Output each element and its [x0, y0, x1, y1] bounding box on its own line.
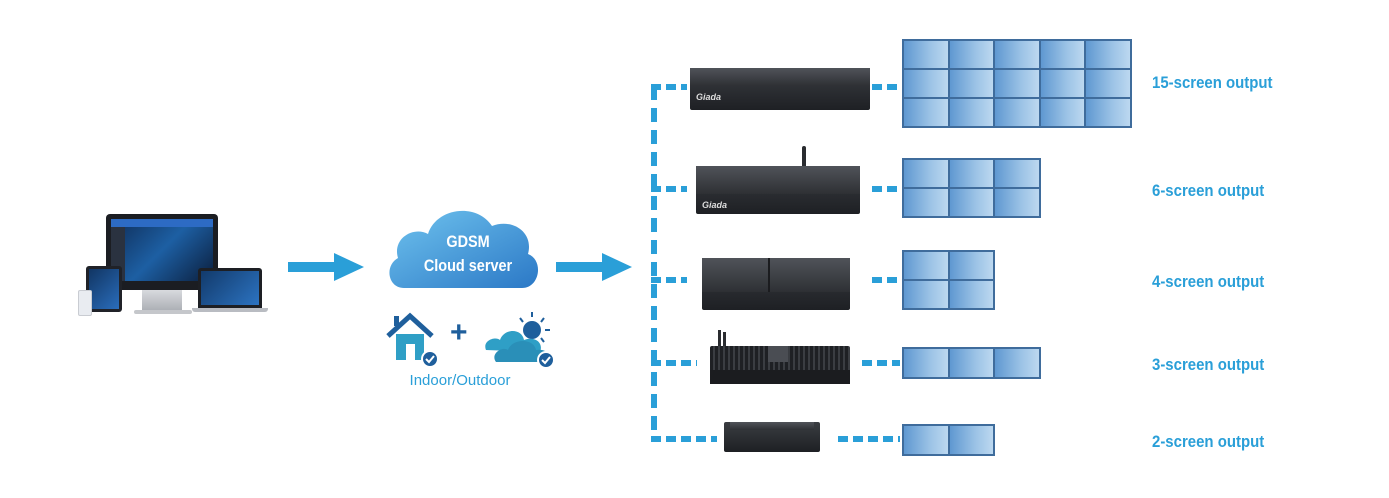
screen-wall-2	[902, 424, 995, 456]
output-label-3: 3-screen output	[1152, 355, 1265, 374]
phone	[78, 290, 92, 316]
antenna	[802, 146, 806, 170]
output-label-4: 4-screen output	[1152, 272, 1265, 291]
screen-wall-4	[902, 250, 995, 310]
house-check-icon	[386, 312, 439, 368]
connector-line	[862, 360, 900, 366]
connector-line	[651, 84, 687, 90]
connector-line	[838, 436, 900, 442]
connector-line	[872, 186, 900, 192]
player-15: Giada	[690, 68, 870, 110]
screen-wall-15	[902, 39, 1132, 128]
client-devices	[78, 212, 268, 320]
indoor-outdoor-label: Indoor/Outdoor	[409, 372, 511, 389]
laptop	[198, 268, 262, 308]
screen-wall-3	[902, 347, 1041, 379]
cloud-server-icon	[389, 210, 539, 288]
cloud-sun-check-icon	[485, 312, 555, 369]
output-label-2: 2-screen output	[1152, 432, 1265, 451]
cloud-subtitle: Cloud server	[423, 256, 513, 275]
cloud-server-label: GDSM Cloud server	[409, 230, 528, 278]
desktop-monitor	[106, 214, 218, 290]
plus-sign: +	[450, 316, 468, 349]
connector-line	[651, 186, 687, 192]
player-6: Giada	[696, 166, 860, 214]
arrow-right-icon	[556, 253, 632, 281]
monitor-stand	[142, 290, 182, 312]
tablet	[86, 266, 122, 312]
output-label-6: 6-screen output	[1152, 181, 1265, 200]
cloud-title: GDSM	[446, 232, 490, 251]
antenna	[723, 332, 726, 350]
connector-line	[651, 436, 717, 442]
connector-line	[872, 84, 900, 90]
connector-line	[872, 277, 900, 283]
output-label-15: 15-screen output	[1152, 73, 1273, 92]
brand-logo: Giada	[696, 92, 722, 102]
player-2	[724, 422, 820, 452]
connector-line	[651, 277, 687, 283]
player-3	[710, 346, 850, 384]
player-4	[702, 258, 850, 310]
brand-logo: Giada	[702, 200, 728, 210]
connector-line	[651, 360, 697, 366]
distribution-line	[651, 86, 657, 438]
antenna	[718, 330, 721, 350]
screen-wall-6	[902, 158, 1041, 218]
arrow-right-icon	[288, 253, 364, 281]
